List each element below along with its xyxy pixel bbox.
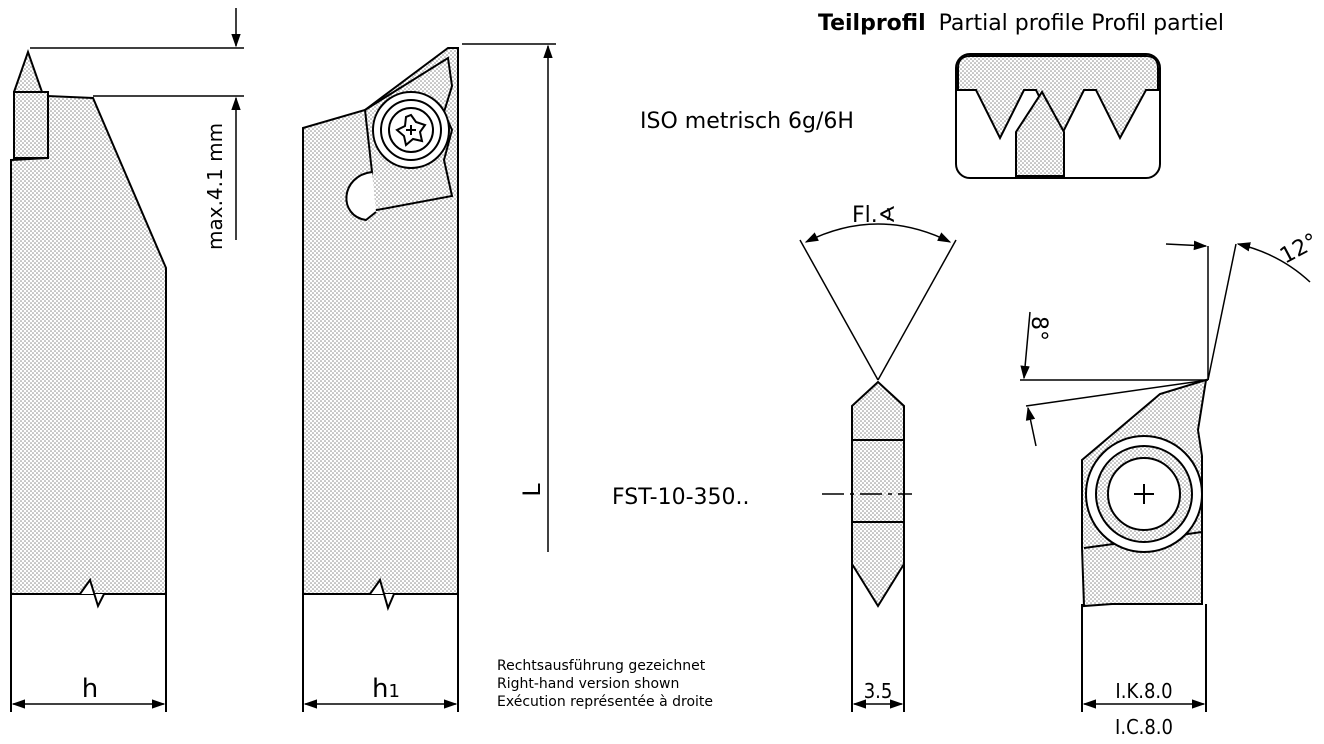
holder-side-view [10, 48, 167, 712]
thread-label: ISO metrisch 6g/6H [640, 109, 854, 134]
h1-label: h1 [372, 674, 400, 704]
length-dimension [462, 43, 556, 552]
insert-top-view [1081, 378, 1208, 712]
title-bold: Teilprofil [818, 11, 926, 36]
h1-label-sub: 1 [388, 681, 399, 702]
partial-profile-icon [955, 53, 1161, 179]
ik-label: I.K.8.0 [1115, 679, 1172, 703]
angle-construction [1020, 240, 1311, 447]
holder-top-view [302, 47, 459, 712]
angle-12-label: 12° [1276, 229, 1322, 269]
h-label: h [82, 674, 98, 704]
angle-8-label: 8° [1026, 316, 1051, 341]
flank-angle-label: Fl.∢ [852, 203, 896, 228]
note-de: Rechtsausführung gezeichnet [497, 658, 706, 674]
title-rest: Partial profile Profil partiel [939, 11, 1224, 36]
partial-profile-title: Teilprofil Partial profile Profil partie… [818, 11, 1224, 36]
length-label: L [518, 483, 546, 497]
max-depth-label: max.4.1 mm [203, 123, 227, 250]
max-depth-dimension [30, 8, 244, 240]
width-label: 3.5 [864, 679, 893, 703]
note-fr: Exécution représentée à droite [497, 694, 713, 710]
insert-front-view [851, 380, 905, 712]
flank-angle-symbol [799, 223, 957, 381]
ic-label: I.C.8.0 [1115, 715, 1173, 739]
note-en: Right-hand version shown [497, 676, 679, 692]
insert-code-label: FST-10-350.. [612, 485, 750, 510]
h1-label-base: h [372, 674, 388, 704]
